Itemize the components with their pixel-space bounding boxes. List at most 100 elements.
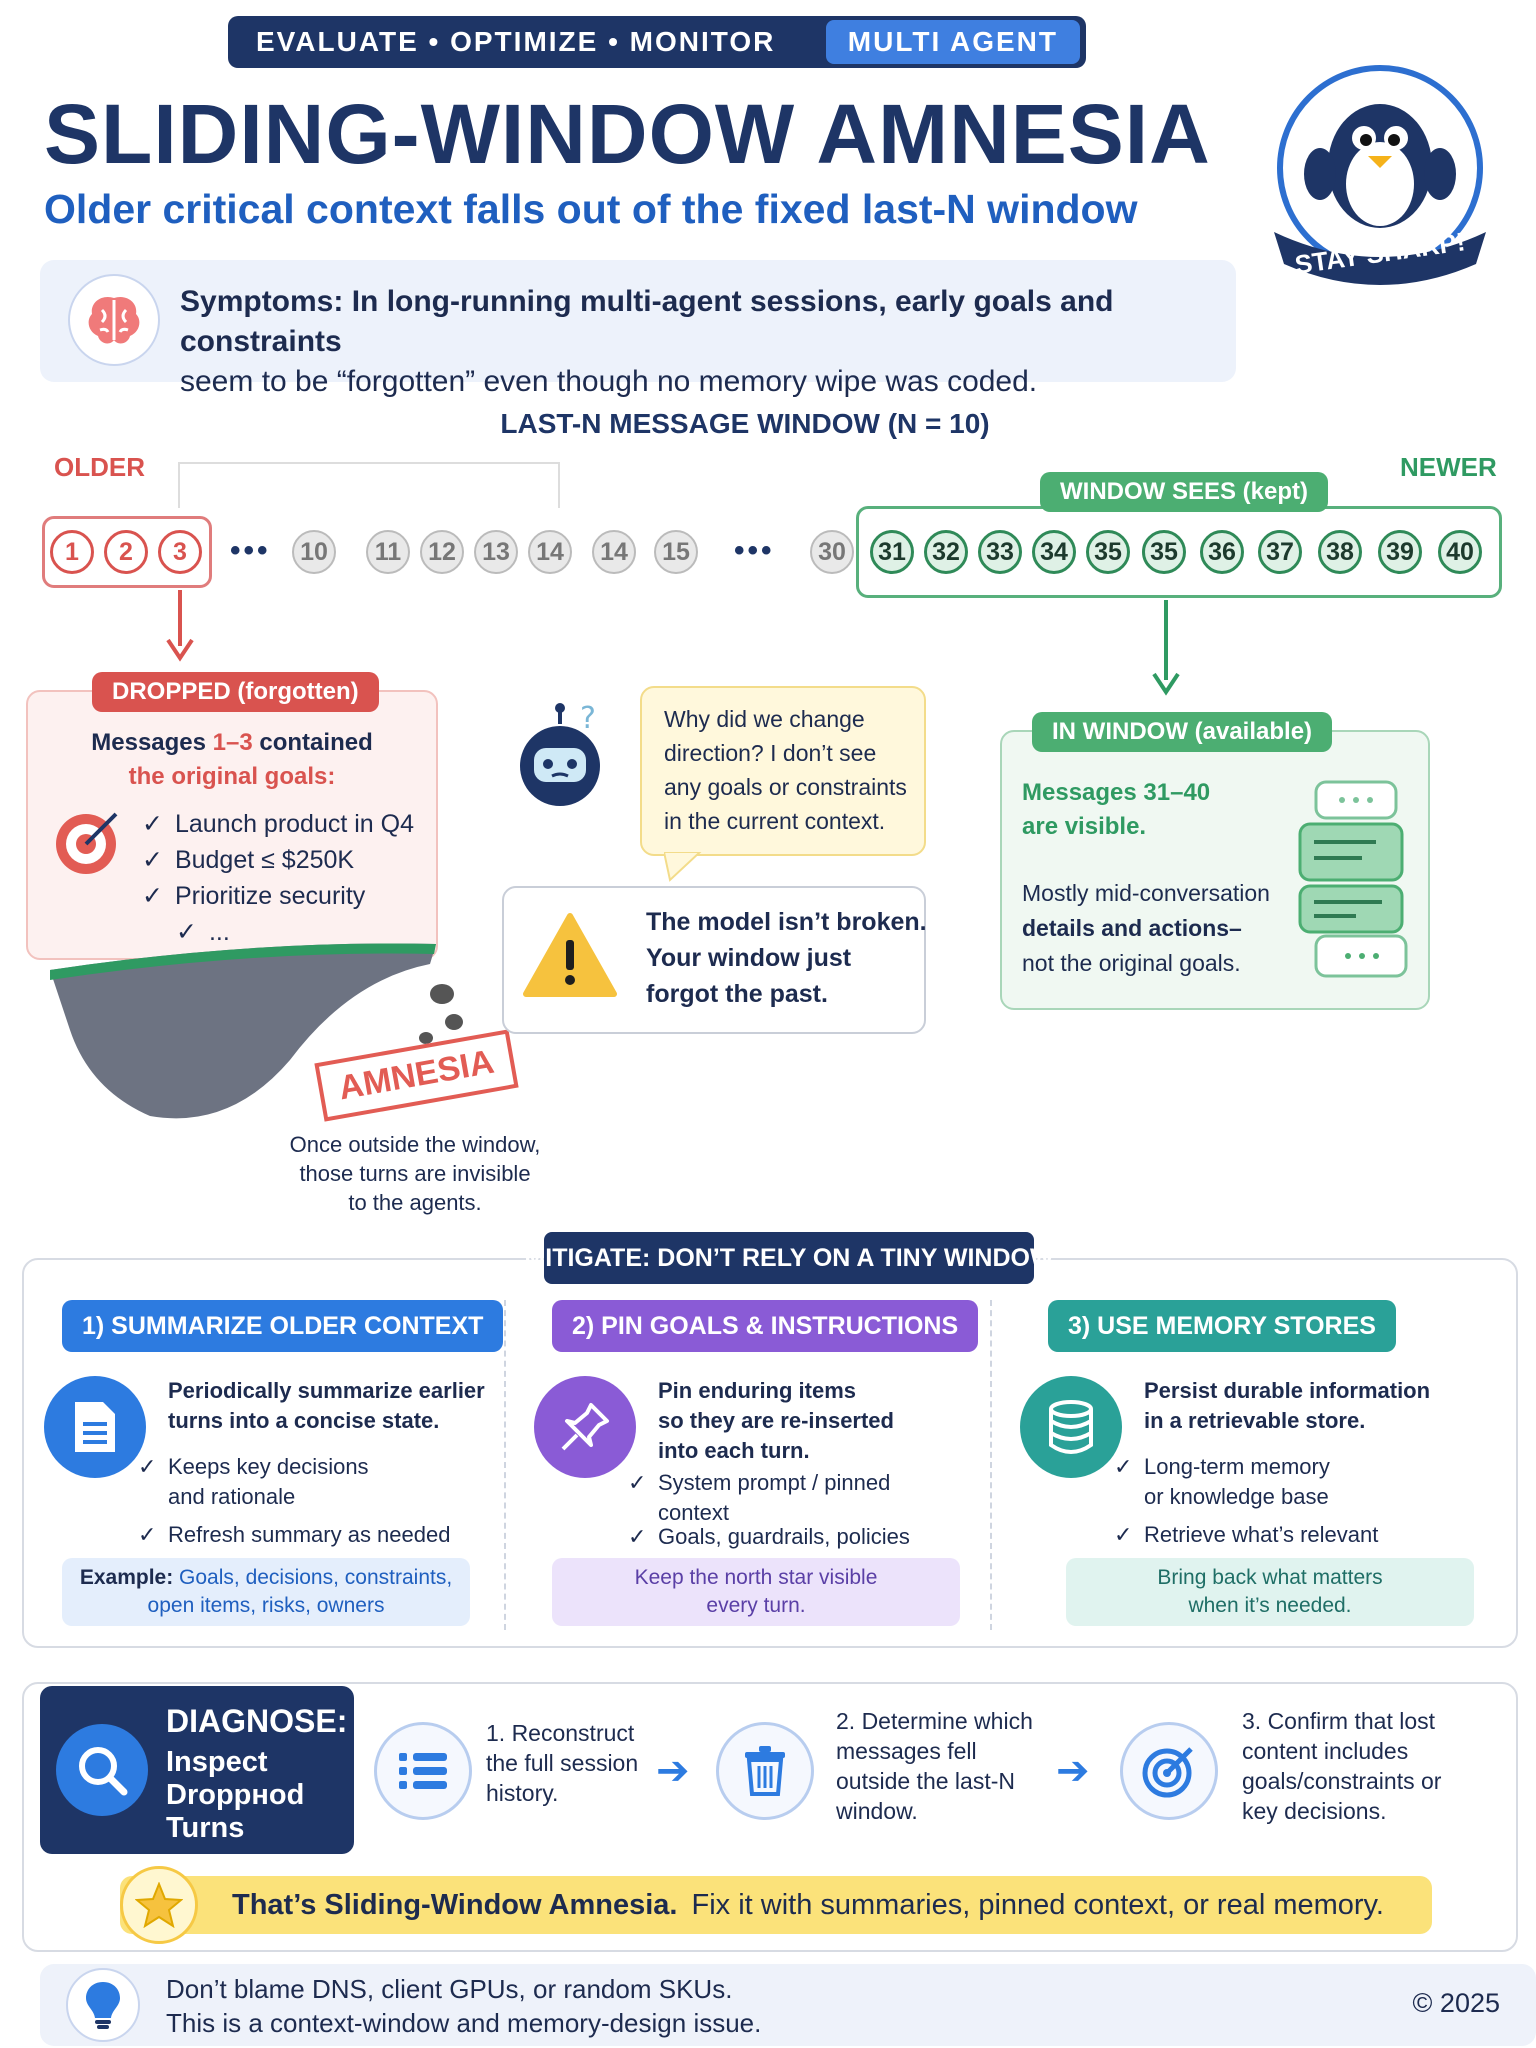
summarize-lead: Periodically summarize earlier: [168, 1378, 485, 1403]
diagnose-step-text: 3. Confirm that lost content includes go…: [1242, 1708, 1442, 1824]
database-icon: [1020, 1376, 1122, 1478]
message-circle: 14: [528, 530, 572, 574]
in-window-label: IN WINDOW (available): [1032, 712, 1333, 752]
in-window-line: not the original goals.: [1022, 950, 1241, 976]
message-circle: 39: [1378, 530, 1422, 574]
dropped-line2: the original goals:: [128, 763, 336, 790]
in-window-line: are visible.: [1022, 813, 1147, 840]
summarize-item: Keeps key decisions: [168, 1454, 369, 1479]
message-circle: 34: [1032, 530, 1076, 574]
dropped-line1-post: contained: [252, 729, 373, 756]
symptoms-line2: seem to be “forgotten” even though no me…: [180, 365, 1038, 398]
symptoms-box: Symptoms: In long-running multi-agent se…: [40, 260, 1236, 398]
speech-tail: [664, 852, 702, 882]
message-circle: 37: [1258, 530, 1302, 574]
page-subtitle: Older critical context falls out of the …: [44, 186, 1138, 232]
message-circle: 31: [870, 530, 914, 574]
trash-icon: [716, 1722, 814, 1820]
pin-item: System prompt / pinned: [658, 1470, 891, 1495]
target-check-icon: [1120, 1722, 1218, 1820]
dropped-line1-pre: Messages: [91, 729, 213, 756]
mitigate-summarize: 1) SUMMARIZE OLDER CONTEXT Periodically …: [44, 1300, 514, 1630]
dropped-caption: Once outside the window,: [289, 1132, 541, 1157]
right-arrow-icon: ➔: [1056, 1749, 1090, 1793]
pin-item: context: [658, 1500, 729, 1525]
memory-item: Retrieve what’s relevant: [1114, 1520, 1378, 1550]
diagnose-step-1: 1. Reconstruct the full session history.: [374, 1718, 674, 1838]
dropped-text: Messages 1–3 contained the original goal…: [40, 726, 424, 794]
message-circle: 11: [366, 530, 410, 574]
window-title: LAST-N MESSAGE WINDOW (N = 10): [500, 408, 990, 439]
diagnose-step-text: 2. Determine which messages fell outside…: [836, 1708, 1033, 1824]
in-window-line: details and actions–: [1022, 915, 1242, 941]
speech-line: Why did we change: [664, 706, 865, 732]
message-circle: 32: [924, 530, 968, 574]
diagnose-section: [22, 1682, 1518, 1952]
message-circle: 12: [420, 530, 464, 574]
brain-icon: [68, 274, 160, 366]
magnifier-icon: [56, 1724, 148, 1816]
pin-icon: [534, 1376, 636, 1478]
pin-example-text: every turn.: [706, 1594, 806, 1617]
summarize-example-text: Goals, decisions, constraints,: [173, 1566, 453, 1589]
in-window-line: Mostly mid-conversation: [1022, 880, 1270, 906]
footer-line: This is a context-window and memory-desi…: [166, 2008, 762, 2038]
lightbulb-icon: [66, 1968, 140, 2042]
svg-text:?: ?: [580, 701, 596, 736]
memory-item: or knowledge base: [1144, 1484, 1329, 1509]
diagnose-step-2: 2. Determine which messages fell outside…: [716, 1708, 1076, 1838]
penguin-mascot-icon: [1274, 65, 1486, 285]
diagnose-step-text: 1. Reconstruct the full session history.: [486, 1720, 639, 1806]
down-arrow-icon: [166, 590, 194, 662]
memory-item: Long-term memory: [1144, 1454, 1330, 1479]
message-circle: 33: [978, 530, 1022, 574]
ellipsis: •••: [734, 534, 775, 567]
speech-bubble: Why did we change direction? I don’t see…: [640, 686, 926, 856]
message-circle: 35: [1086, 530, 1130, 574]
mitigate-label: MITIGATE: DON’T RELY ON A TINY WINDOW: [524, 1232, 1054, 1284]
dropped-goal-item: Prioritize security: [142, 878, 414, 914]
summary-banner: That’s Sliding-Window Amnesia.Fix it wit…: [120, 1876, 1432, 1934]
pin-lead: into each turn.: [658, 1438, 810, 1463]
summarize-example-text: open items, risks, owners: [147, 1594, 385, 1617]
warning-line: Your window just: [646, 944, 852, 972]
warning-icon: [522, 912, 618, 1003]
diagnose-subtitle: Inspect Droppнod Turns: [166, 1746, 305, 1844]
column-divider: [990, 1300, 992, 1630]
symptoms-line1: In long-running multi-agent sessions, ea…: [180, 285, 1114, 358]
robot-icon: ?: [510, 700, 620, 815]
message-circle: 38: [1318, 530, 1362, 574]
dropped-messages-box: [42, 516, 212, 588]
message-circle: 10: [292, 530, 336, 574]
message-circle: 3: [158, 530, 202, 574]
down-arrow-icon: [1152, 600, 1180, 696]
newer-label: NEWER: [1400, 452, 1497, 482]
banner-bold: That’s Sliding-Window Amnesia.: [232, 1888, 678, 1921]
summarize-item: Refresh summary as needed: [138, 1520, 451, 1550]
star-icon: [120, 1866, 198, 1944]
memory-example-text: when it’s needed.: [1188, 1594, 1352, 1617]
dropped-goal-more: ...: [142, 914, 414, 950]
message-circle: 1: [50, 530, 94, 574]
right-arrow-icon: ➔: [656, 1749, 690, 1793]
page-title: SLIDING-WINDOW AMNESIA: [44, 87, 1211, 181]
memory-title: 3) USE MEMORY STORES: [1048, 1300, 1396, 1352]
warning-line: The model isn’t broken.: [646, 908, 927, 936]
ellipsis: •••: [230, 534, 271, 567]
document-icon: [44, 1376, 146, 1478]
message-circle: 30: [810, 530, 854, 574]
window-bracket: [178, 462, 560, 508]
dropped-caption: those turns are invisible: [299, 1161, 531, 1186]
target-icon: [50, 806, 122, 883]
pin-lead: Pin enduring items: [658, 1378, 857, 1403]
mitigate-memory: 3) USE MEMORY STORES Persist durable inf…: [1020, 1300, 1490, 1630]
penguin-badge: STAY SHARP!: [1262, 56, 1498, 292]
copyright: © 2025: [1412, 1988, 1500, 2018]
pin-lead: so they are re-inserted: [658, 1408, 894, 1433]
dropped-line1-hl: 1–3: [212, 729, 253, 756]
pin-item: Goals, guardrails, policies: [628, 1522, 910, 1552]
column-divider: [504, 1300, 506, 1630]
dropped-label: DROPPED (forgotten): [92, 672, 379, 712]
